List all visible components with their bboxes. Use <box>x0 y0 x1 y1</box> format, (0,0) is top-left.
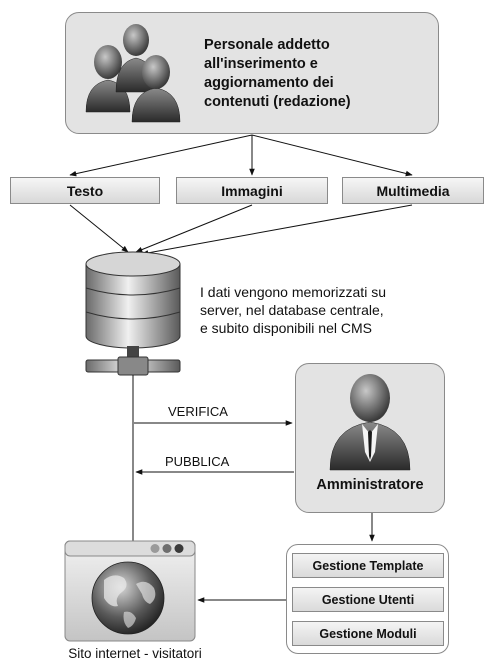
people-group-icon <box>85 24 181 123</box>
editors-line: Personale addetto <box>204 37 330 53</box>
editors-line: contenuti (redazione) <box>204 94 351 110</box>
database-description: I dati vengono memorizzati su server, ne… <box>200 283 470 337</box>
website-label: Sito internet - visitatori <box>68 646 202 661</box>
manage-modules: Gestione Moduli <box>292 621 444 646</box>
database-line: I dati vengono memorizzati su <box>200 284 386 300</box>
category-multimedia: Multimedia <box>342 177 484 204</box>
browser-globe-icon <box>64 540 196 642</box>
editors-line: all'inserimento e <box>204 56 318 72</box>
publish-label: PUBBLICA <box>165 454 230 469</box>
editors-line: aggiornamento dei <box>204 75 334 91</box>
database-line: server, nel database centrale, <box>200 302 384 318</box>
database-server-icon <box>85 251 181 376</box>
administrator-icon <box>329 374 411 471</box>
category-testo: Testo <box>10 177 160 204</box>
administrator-label: Amministratore <box>316 477 424 493</box>
manage-users: Gestione Utenti <box>292 587 444 612</box>
verify-label: VERIFICA <box>168 404 228 419</box>
manage-templates: Gestione Template <box>292 553 444 578</box>
category-immagini: Immagini <box>176 177 328 204</box>
editors-description: Personale addetto all'inserimento e aggi… <box>204 36 429 112</box>
database-line: e subito disponibili nel CMS <box>200 320 372 336</box>
